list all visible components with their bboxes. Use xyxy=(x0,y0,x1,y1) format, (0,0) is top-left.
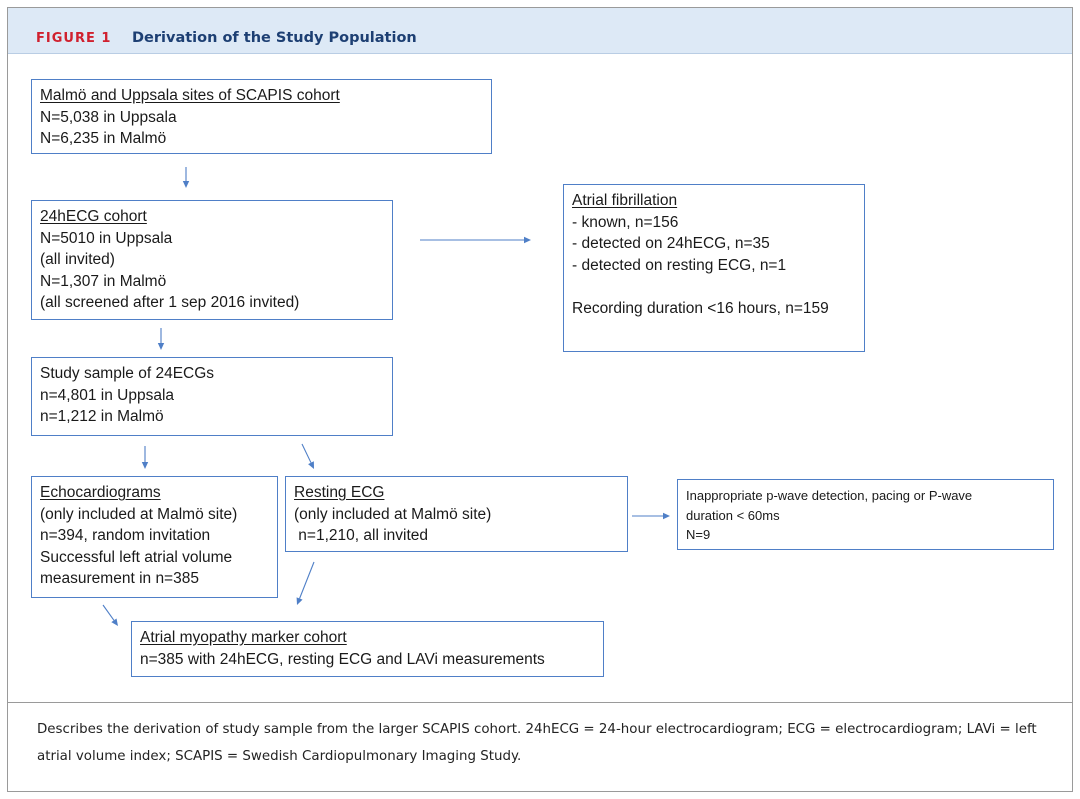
arrow-study-to-resting xyxy=(301,443,314,469)
atrial-fibrillation-line: - detected on 24hECG, n=35 xyxy=(572,235,770,252)
echocardiograms-line: n=394, random invitation xyxy=(40,527,211,544)
arrow-holter-to-study-head xyxy=(157,343,165,350)
arrow-holter-to-study xyxy=(157,328,165,350)
scapis-cohort-box: Malmö and Uppsala sites of SCAPIS cohort… xyxy=(31,79,492,154)
arrow-resting-to-pwave xyxy=(632,512,670,520)
p-wave-exclusion-box: Inappropriate p-wave detection, pacing o… xyxy=(677,479,1054,550)
atrial-fibrillation-box: Atrial fibrillation - known, n=156 - det… xyxy=(563,184,865,352)
figure-header: FIGURE 1 Derivation of the Study Populat… xyxy=(8,8,1072,54)
figure-frame xyxy=(7,7,1073,792)
arrow-study-to-resting-head xyxy=(308,461,314,469)
arrow-resting-to-pwave-head xyxy=(663,512,670,520)
atrial-myopathy-line: n=385 with 24hECG, resting ECG and LAVi … xyxy=(140,650,545,668)
resting-ecg-box: Resting ECG (only included at Malmö site… xyxy=(285,476,628,552)
arrow-resting-to-marker xyxy=(296,561,315,605)
echocardiograms-line: measurement in n=385 xyxy=(40,570,199,587)
arrow-cohort-to-holter-head xyxy=(182,181,190,188)
caption-divider xyxy=(8,702,1072,703)
echocardiograms-line: (only included at Malmö site) xyxy=(40,505,238,523)
scapis-cohort-line: N=5,038 in Uppsala xyxy=(40,108,177,126)
holter-cohort-box: 24hECG cohort N=5010 in Uppsala (all inv… xyxy=(31,200,393,320)
figure-caption: Describes the derivation of study sample… xyxy=(37,722,1037,764)
arrow-holter-to-af xyxy=(420,236,531,244)
arrow-study-to-echo-head xyxy=(141,462,149,469)
scapis-cohort-title: Malmö and Uppsala sites of SCAPIS cohort xyxy=(40,87,340,104)
atrial-fibrillation-line: - known, n=156 xyxy=(572,213,679,231)
recording-duration-line: Recording duration <16 hours, n=159 xyxy=(572,299,829,317)
p-wave-exclusion-line: N=9 xyxy=(686,527,711,542)
study-sample-box: Study sample of 24ECGs n=4,801 in Uppsal… xyxy=(31,357,393,436)
atrial-myopathy-title: Atrial myopathy marker cohort xyxy=(140,629,347,646)
atrial-fibrillation-line: - detected on resting ECG, n=1 xyxy=(572,256,787,274)
atrial-fibrillation-title: Atrial fibrillation xyxy=(572,192,678,209)
study-sample-line: n=1,212 in Malmö xyxy=(40,408,164,425)
figure-title: Derivation of the Study Population xyxy=(132,30,417,46)
arrow-resting-to-marker-head xyxy=(296,597,303,605)
study-sample-line: n=4,801 in Uppsala xyxy=(40,386,175,404)
holter-cohort-line: N=5010 in Uppsala xyxy=(40,229,173,247)
holter-cohort-title: 24hECG cohort xyxy=(40,208,147,225)
echocardiograms-title: Echocardiograms xyxy=(40,484,161,501)
echocardiograms-box: Echocardiograms (only included at Malmö … xyxy=(31,476,278,598)
arrow-resting-to-marker-shaft xyxy=(299,561,315,599)
arrow-echo-to-marker xyxy=(102,604,118,626)
spacer xyxy=(572,276,864,298)
arrow-echo-to-marker-shaft xyxy=(102,604,115,621)
holter-cohort-line: N=1,307 in Malmö xyxy=(40,272,167,290)
atrial-myopathy-box: Atrial myopathy marker cohort n=385 with… xyxy=(131,621,604,677)
holter-cohort-line: (all screened after 1 sep 2016 invited) xyxy=(40,294,300,311)
resting-ecg-title: Resting ECG xyxy=(294,484,385,501)
holter-cohort-line: (all invited) xyxy=(40,251,115,268)
arrow-study-to-echo xyxy=(141,446,149,469)
arrow-holter-to-af-head xyxy=(524,236,531,244)
figure-label: FIGURE 1 xyxy=(36,31,112,46)
study-sample-title: Study sample of 24ECGs xyxy=(40,365,215,382)
resting-ecg-line: n=1,210, all invited xyxy=(294,527,428,544)
arrow-echo-to-marker-head xyxy=(111,618,118,626)
echocardiograms-line: Successful left atrial volume xyxy=(40,548,233,566)
arrow-cohort-to-holter xyxy=(182,167,190,188)
scapis-cohort-line: N=6,235 in Malmö xyxy=(40,130,167,147)
resting-ecg-line: (only included at Malmö site) xyxy=(294,505,492,523)
arrow-study-to-resting-shaft xyxy=(301,443,312,463)
p-wave-exclusion-line: Inappropriate p-wave detection, pacing o… xyxy=(686,488,973,503)
p-wave-exclusion-line: duration < 60ms xyxy=(686,507,780,523)
